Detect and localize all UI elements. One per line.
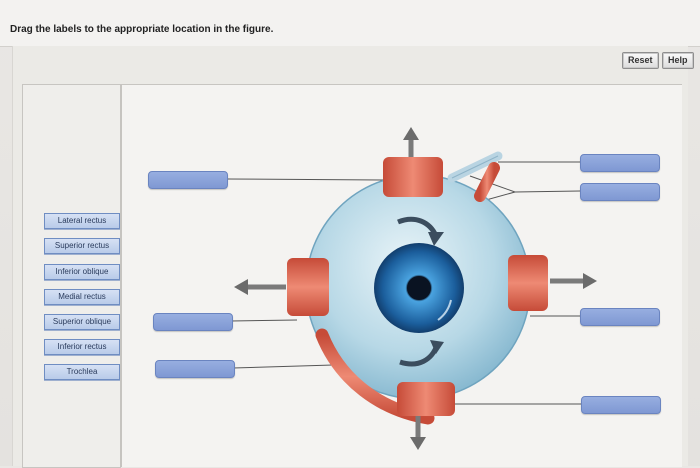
label-superior-rectus[interactable]: Superior rectus: [44, 238, 120, 254]
drop-target-3[interactable]: [155, 360, 235, 378]
instruction-text: Drag the labels to the appropriate locat…: [10, 24, 274, 35]
reset-button[interactable]: Reset: [622, 52, 659, 69]
medial-rectus-muscle: [287, 258, 329, 316]
label-inferior-oblique[interactable]: Inferior oblique: [44, 264, 120, 280]
arrow-up-icon: [403, 127, 419, 140]
arrow-right-icon: [583, 273, 597, 289]
lateral-rectus-muscle: [508, 255, 548, 311]
superior-rectus-muscle: [383, 157, 443, 197]
drop-target-7[interactable]: [581, 396, 661, 414]
drop-target-2[interactable]: [153, 313, 233, 331]
label-inferior-rectus[interactable]: Inferior rectus: [44, 339, 120, 355]
pupil: [407, 276, 431, 300]
drop-target-5[interactable]: [580, 183, 660, 201]
leader-lines: [226, 161, 581, 405]
inferior-rectus-muscle: [397, 382, 455, 416]
label-lateral-rectus[interactable]: Lateral rectus: [44, 213, 120, 229]
drop-target-6[interactable]: [580, 308, 660, 326]
label-superior-oblique[interactable]: Superior oblique: [44, 314, 120, 330]
arrow-left-icon: [234, 279, 248, 295]
label-medial-rectus[interactable]: Medial rectus: [44, 289, 120, 305]
drop-target-1[interactable]: [148, 171, 228, 189]
arrow-down-icon: [410, 437, 426, 450]
drop-target-4[interactable]: [580, 154, 660, 172]
superior-oblique-muscle: [474, 162, 500, 202]
label-trochlea[interactable]: Trochlea: [44, 364, 120, 380]
help-button[interactable]: Help: [662, 52, 694, 69]
